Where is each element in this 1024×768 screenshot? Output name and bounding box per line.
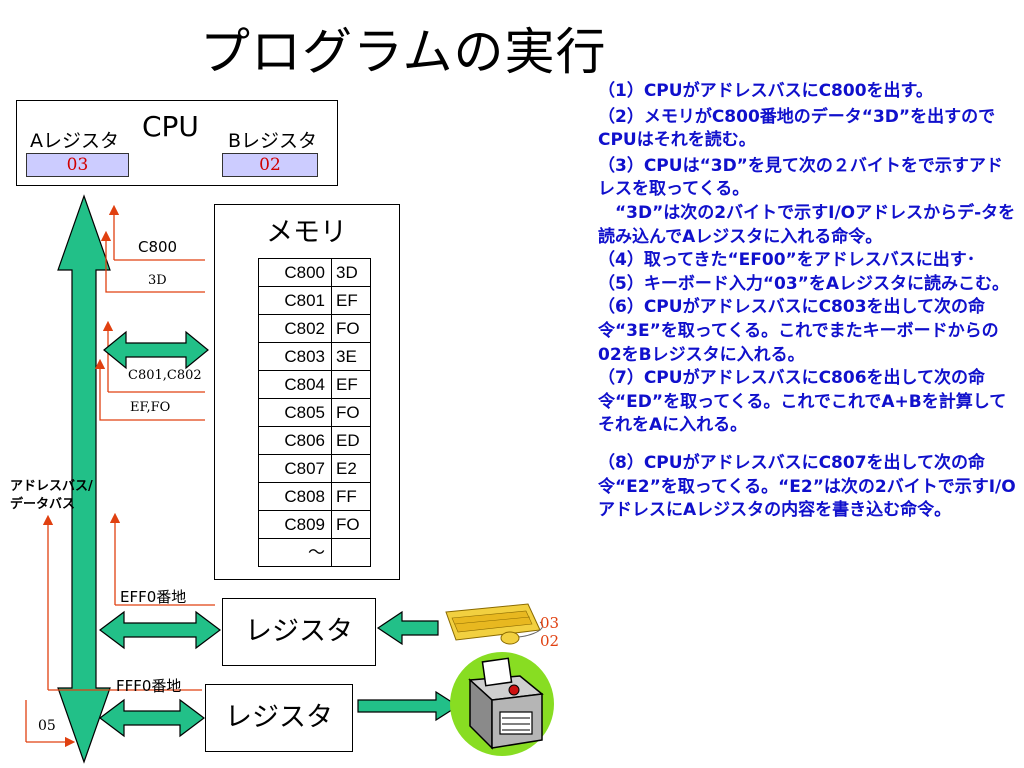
bus-label: アドレスバス/ データバス [10,479,93,512]
register-box-eff0: レジスタ [222,598,376,666]
memory-value: EF [331,286,371,315]
step-2: （2）メモリがC800番地のデータ“3D”を出すのでCPUはそれを読む。 [598,106,996,151]
address-lines [25,204,215,748]
memory-address: C805 [258,398,332,427]
a-register-label: Aレジスタ [30,130,119,152]
bus-arrow [57,194,111,764]
register2-data-arrow [99,698,205,738]
memory-value: FO [331,398,371,427]
cpu-label: CPU [142,110,199,143]
label-c801-c802: C801,C802 [128,368,202,383]
step-7: （7）CPUがアドレスバスにC806を出して次の命令“ED”を取ってくる。これで… [598,368,1007,436]
page-title: プログラムの実行 [200,23,607,81]
explanation-text: （1）CPUがアドレスバスにC800を出す。 （2）メモリがC800番地のデータ… [598,80,1018,523]
memory-value: 3D [331,258,371,287]
memory-address: C804 [258,370,332,399]
memory-address: C801 [258,286,332,315]
printer-arrow [357,690,460,722]
label-03: 03 [540,614,560,632]
printer-icon [450,652,554,756]
memory-box [214,204,400,580]
step-5: （5）キーボード入力“03”をAレジスタに読みこむ。 [598,273,1009,294]
memory-row: ～ [258,538,371,567]
step-1: （1）CPUがアドレスバスにC800を出す。 [598,81,933,101]
memory-address: C806 [258,426,332,455]
memory-value: E2 [331,454,371,483]
data-arrows [99,330,460,738]
memory-address: C807 [258,454,332,483]
memory-address: C803 [258,342,332,371]
keyboard-mouse-icon [445,603,544,645]
cpu-box [16,100,338,186]
memory-value: FO [331,314,371,343]
label-3d: 3D [148,273,167,288]
register-box-fff0: レジスタ [205,684,353,752]
memory-value: ED [331,426,371,455]
memory-value [331,538,371,567]
a-register-value: 03 [26,153,129,177]
memory-value: FO [331,510,371,539]
b-register-value: 02 [222,153,318,177]
step-8: （8）CPUがアドレスバスにC807を出して次の命令“E2”を取ってくる。“E2… [598,452,1016,521]
memory-address: C809 [258,510,332,539]
memory-address: C802 [258,314,332,343]
memory-value: FF [331,482,371,511]
register1-data-arrow [99,610,221,650]
memory-value: 3E [331,342,371,371]
label-ef-fo: EF,FO [130,400,171,415]
memory-address: ～ [258,538,332,567]
label-eff0: EFF0番地 [120,588,187,606]
label-fff0: FFF0番地 [116,677,182,695]
memory-title: メモリ [266,217,347,248]
step-6: （6）CPUがアドレスバスにC803を出して次の命令“3E”を取ってくる。これで… [598,297,999,365]
memory-address: C808 [258,482,332,511]
keyboard-arrow [376,610,439,646]
memory-data-arrow [103,330,209,370]
memory-address: C800 [258,258,332,287]
label-05: 05 [38,718,56,734]
label-c800: C800 [138,238,178,256]
step-3-detail: “3D”は次の2バイトで示すI/Oアドレスからデ-タを読み込んでAレジスタに入れ… [598,202,1016,247]
memory-value: EF [331,370,371,399]
b-register-label: Bレジスタ [228,130,318,152]
step-3: （3）CPUは“3D”を見て次の２バイトをで示すアドレスを取ってくる。 [598,155,1003,200]
step-4: （4）取ってきた“EF00”をアドレスバスに出す･ [598,250,976,271]
label-02: 02 [540,632,560,650]
